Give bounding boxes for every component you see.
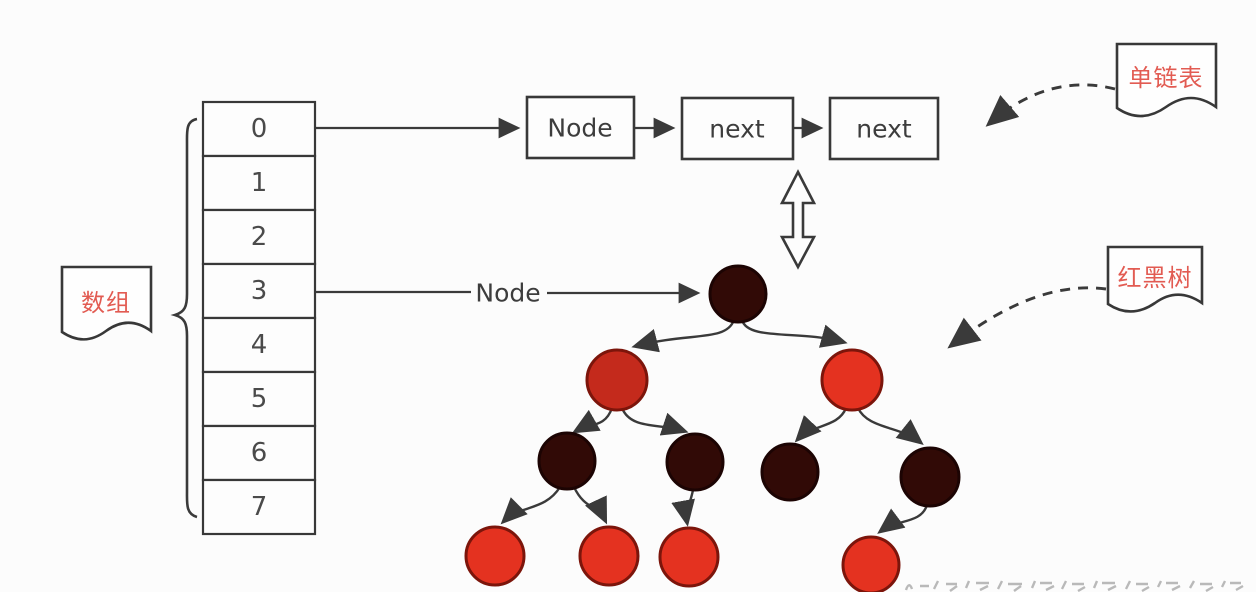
array-cell-4-label: 4	[251, 330, 268, 360]
tree-edge-ll-leaf2	[572, 486, 608, 525]
array-cell-7-label: 7	[251, 492, 268, 522]
tree-leaf-3	[658, 526, 720, 588]
array-cell-5	[201, 370, 317, 428]
linked-list-note-label: 单链表	[1129, 64, 1204, 92]
array-cell-3-label: 3	[251, 276, 268, 306]
tree-node-rr	[899, 446, 961, 508]
rbtree-note-label: 红黑树	[1118, 264, 1193, 292]
tree-edge-r-rr	[856, 407, 924, 445]
array-cell-0-label: 0	[251, 114, 268, 144]
linked-list-note: 单链表	[1115, 42, 1218, 118]
next-box-2	[828, 96, 940, 161]
next-box-1-label: next	[709, 115, 765, 144]
tree-node-lr	[665, 432, 725, 492]
tree-leaf-1	[464, 525, 526, 587]
tree-nodes	[464, 264, 961, 592]
tree-edge-root-right	[740, 319, 848, 348]
tree-edge-ll-leaf1	[500, 486, 562, 525]
watermark-strip	[904, 580, 1244, 592]
tree-edge-rr-leaf4	[877, 504, 929, 534]
tree-node-root	[708, 264, 768, 324]
tree-edge-l-ll	[571, 407, 614, 434]
array-cell-2-label: 2	[251, 222, 268, 252]
tree-edge-r-rl	[794, 407, 848, 443]
node-box	[525, 95, 636, 160]
next-box-2-label: next	[856, 115, 912, 144]
array-brace	[170, 117, 198, 519]
tree-node-r	[820, 348, 884, 412]
tree-node-ll	[537, 431, 597, 491]
tree-leaf-2	[578, 525, 640, 587]
array-note: 数组	[60, 265, 153, 341]
conversion-double-arrow	[779, 169, 817, 270]
linked-list-group: Node next next	[525, 95, 940, 161]
dashed-arrow-to-linked-list	[985, 83, 1116, 127]
array-cell-5-label: 5	[251, 384, 268, 414]
array-group: 0 1 2 3 4 5 6 7	[201, 100, 317, 536]
node-box-label: Node	[547, 114, 612, 143]
tree-node-l	[585, 348, 649, 412]
next-box-1	[680, 96, 795, 161]
array-cell-7	[201, 478, 317, 536]
array-cell-3	[201, 262, 317, 320]
array-note-label: 数组	[81, 289, 131, 317]
tree-edge-root-left	[631, 319, 736, 353]
rbtree-note: 红黑树	[1106, 245, 1204, 313]
array-cell-6-label: 6	[251, 438, 268, 468]
dashed-arrow-to-rbtree	[947, 286, 1107, 349]
tree-edge-l-lr	[620, 407, 689, 436]
array-cell-1	[201, 154, 317, 212]
tree-edges	[500, 319, 929, 534]
array-cell-1-label: 1	[251, 168, 268, 198]
tree-leaf-4	[841, 535, 901, 592]
tree-node-rl	[760, 442, 820, 502]
tree-edge-lr-leaf3	[671, 489, 695, 527]
array-cell-0	[201, 100, 317, 158]
tree-pointer-label: Node	[475, 279, 540, 308]
